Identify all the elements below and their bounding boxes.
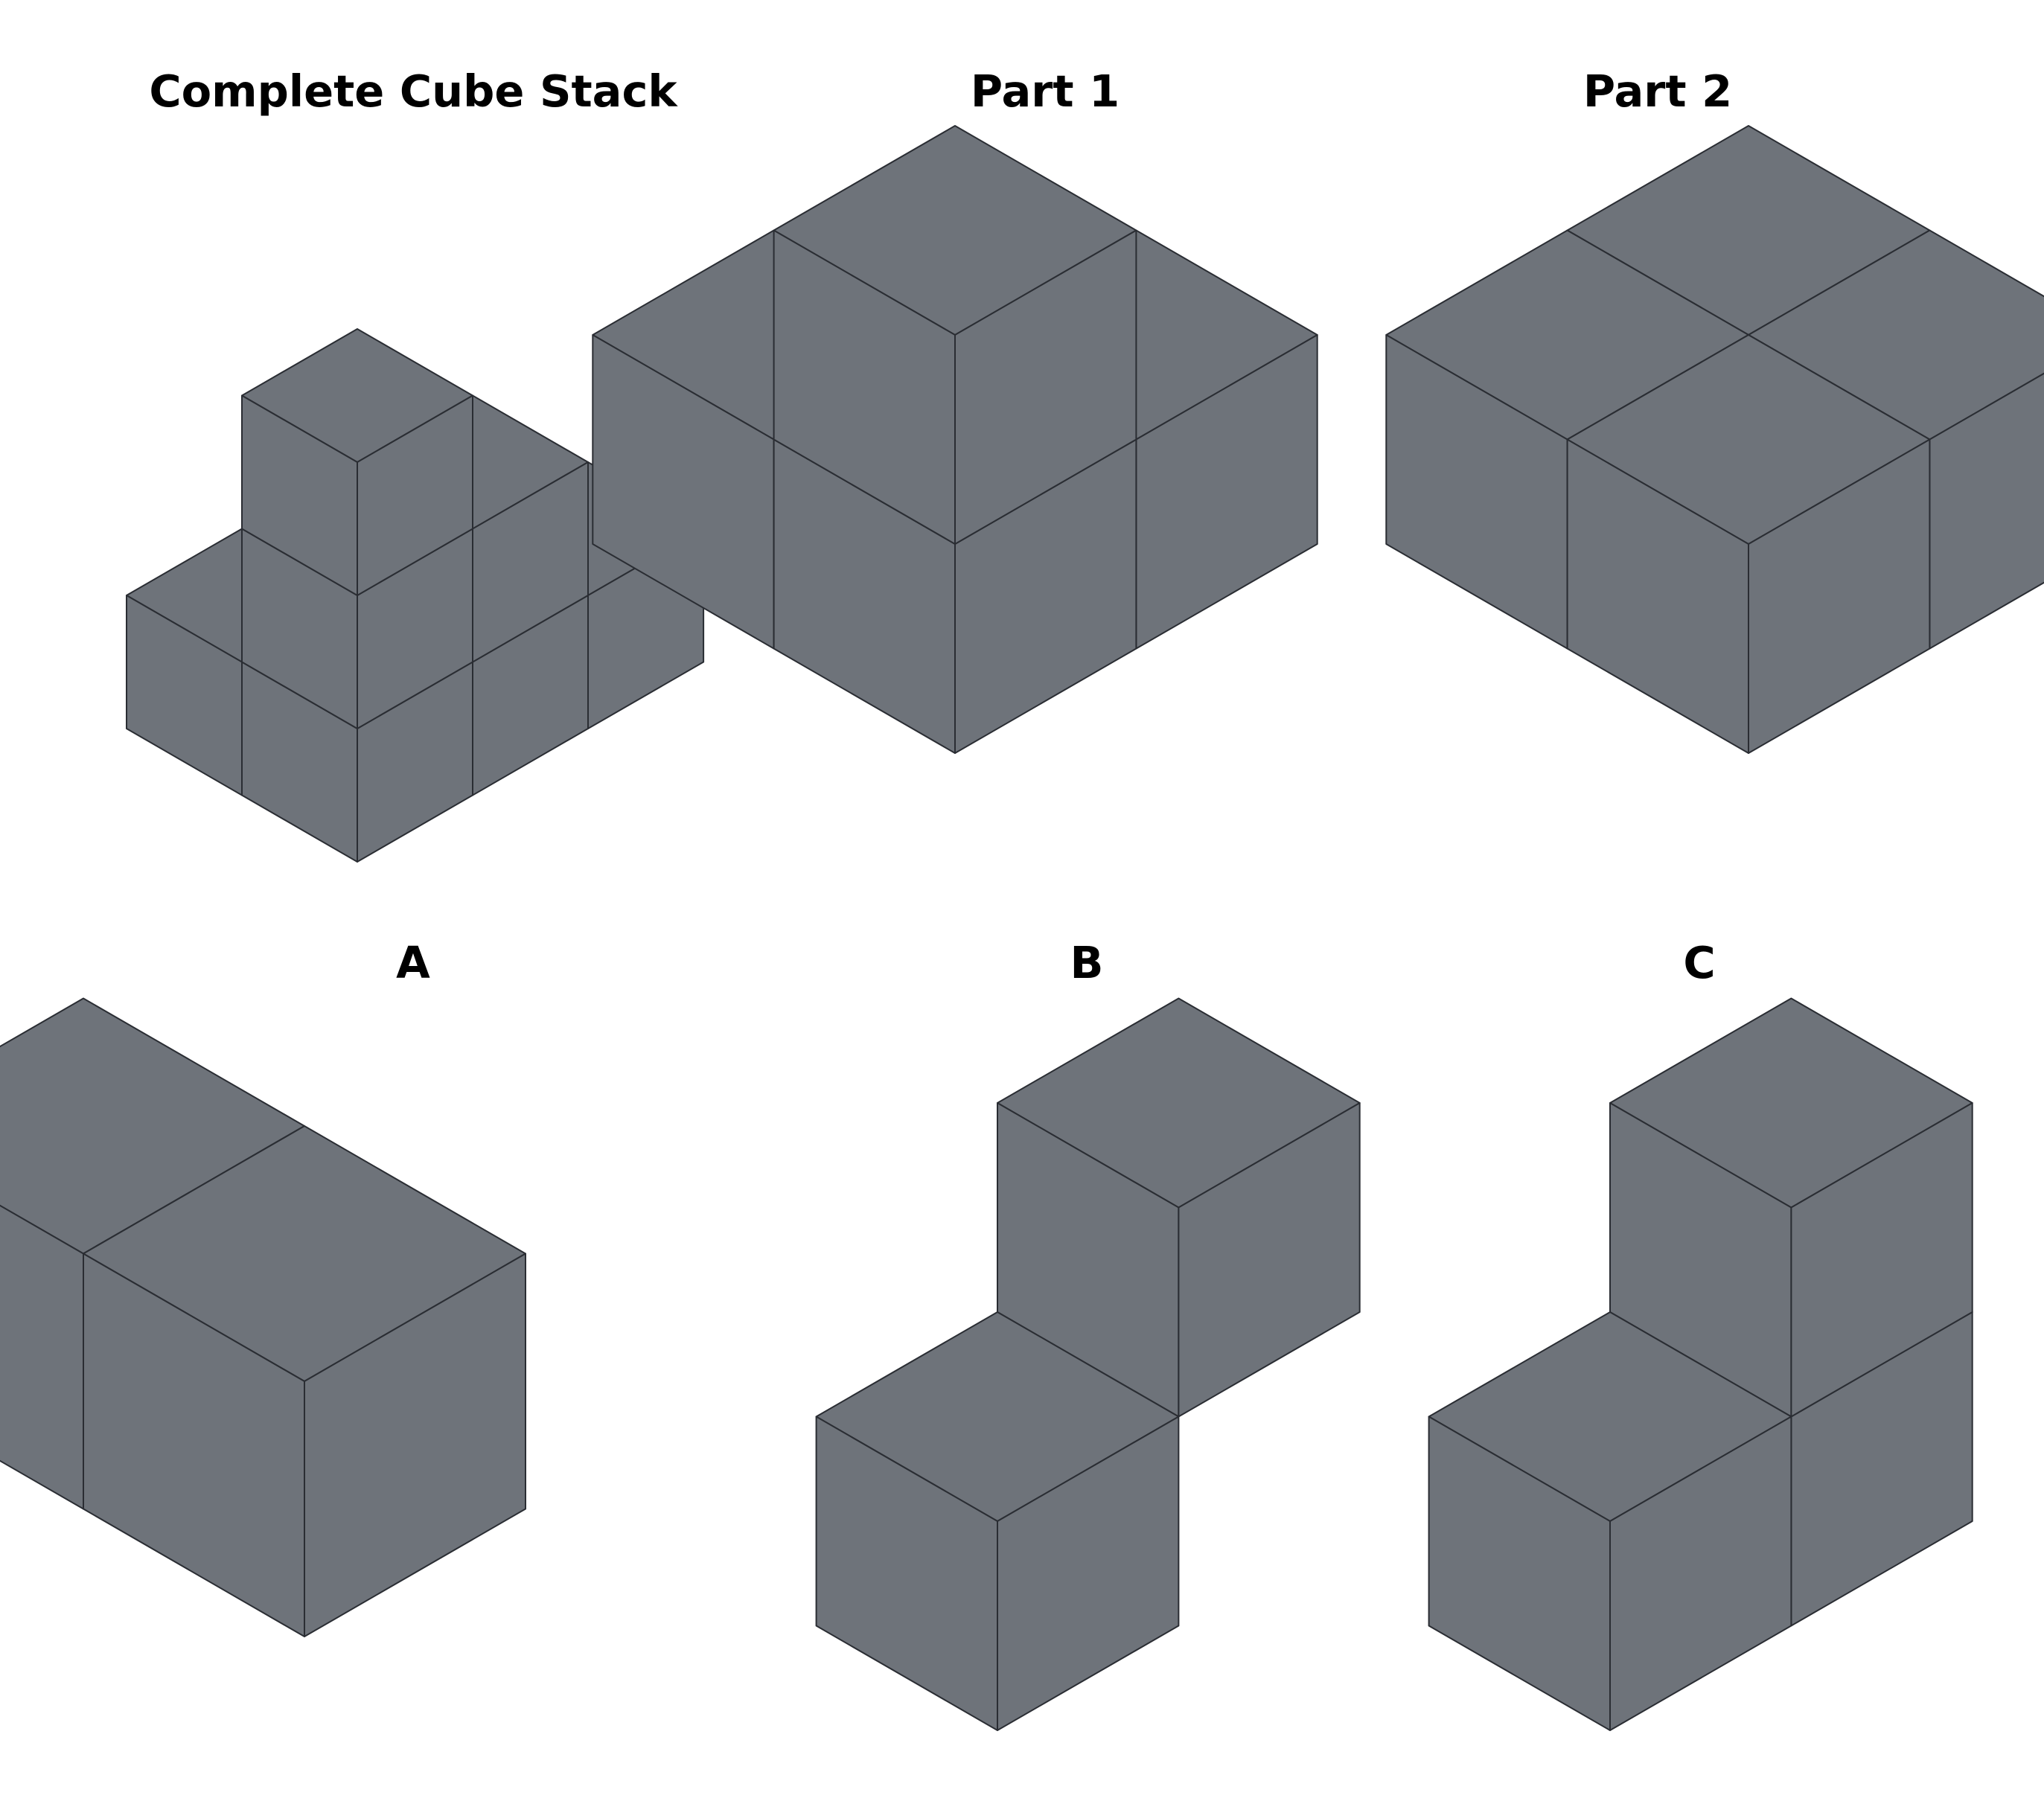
cube <box>83 1125 526 1637</box>
cube <box>241 328 473 596</box>
cube-right-face <box>1178 1102 1361 1418</box>
cube-right-face <box>304 1253 526 1637</box>
panel-title: Part 2 <box>1583 65 1732 117</box>
panel-title: Complete Cube Stack <box>149 65 678 117</box>
cube <box>997 997 1361 1418</box>
panel-part-1: Part 1 <box>592 65 1318 754</box>
cube-right-face <box>997 1416 1180 1731</box>
cube-right-face <box>954 229 1137 545</box>
panel-complete-cube-stack: Complete Cube Stack <box>126 65 705 863</box>
cube <box>773 125 1137 545</box>
cube-right-face <box>1609 1416 1792 1731</box>
cube-stack <box>1385 125 2044 754</box>
cube-right-face <box>357 394 473 596</box>
cube-stack <box>0 997 526 1637</box>
panel-title: Part 1 <box>971 65 1120 117</box>
cube-stack <box>815 997 1361 1731</box>
cube-right-face <box>1790 1102 1973 1418</box>
cube <box>815 1311 1180 1731</box>
panel-title: C <box>1683 937 1715 988</box>
panel-title: A <box>396 937 430 988</box>
panel-title: B <box>1070 937 1104 988</box>
panel-part-2: Part 2 <box>1385 65 2044 754</box>
panel-option-c: C <box>1428 937 1973 1731</box>
cube-right-face <box>1748 438 1931 754</box>
cube <box>1566 334 1931 754</box>
cube-stack <box>1428 997 1973 1731</box>
cube-stack <box>126 328 705 863</box>
panel-option-a: A <box>0 937 526 1637</box>
panel-option-b: B <box>815 937 1361 1731</box>
cube <box>1428 1311 1792 1731</box>
cube-stack <box>592 125 1318 754</box>
